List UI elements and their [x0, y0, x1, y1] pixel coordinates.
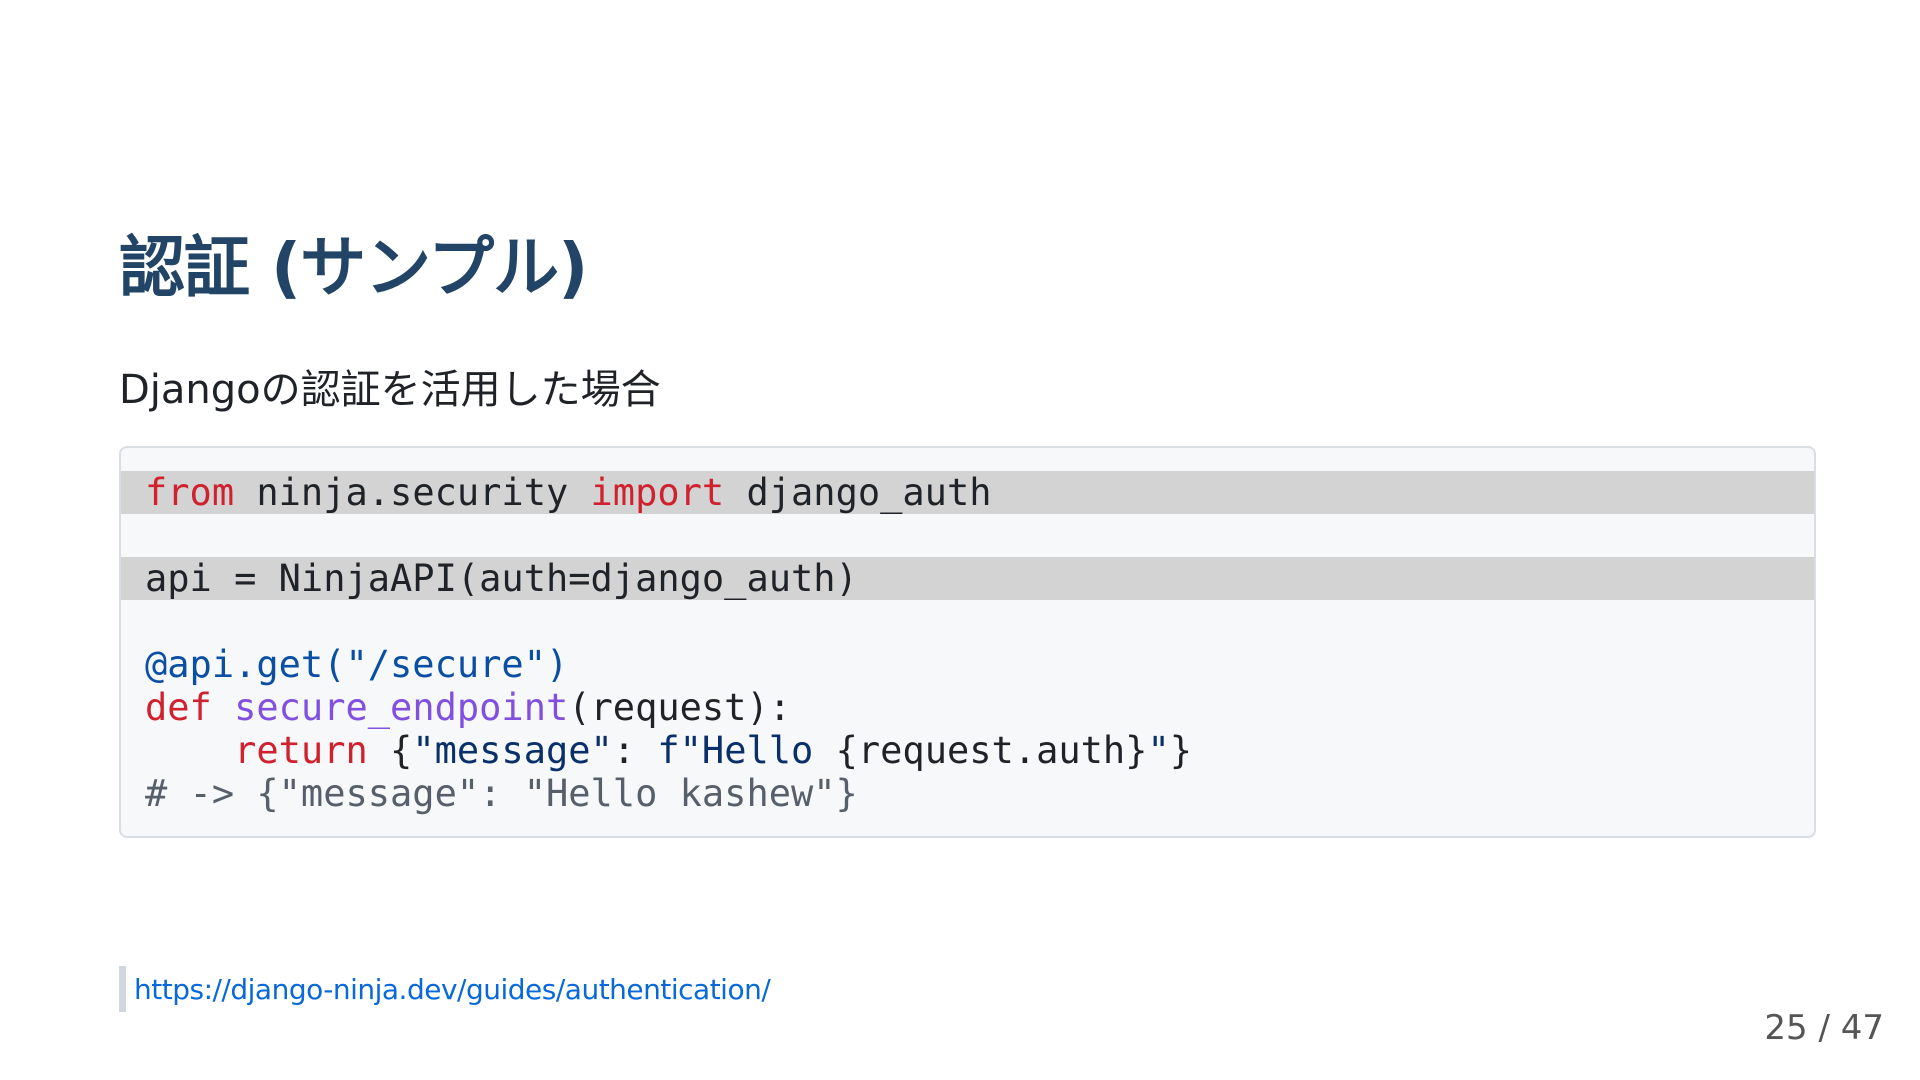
- code-text: {request.auth}: [835, 729, 1148, 772]
- code-text: :: [612, 729, 658, 772]
- code-line-api: api = NinjaAPI(auth=django_auth): [121, 557, 1814, 600]
- code-line-comment: # -> {"message": "Hello kashew"}: [121, 772, 1814, 815]
- code-block: from ninja.security import django_auth a…: [119, 446, 1816, 838]
- reference: https://django-ninja.dev/guides/authenti…: [119, 966, 771, 1012]
- slide-subtitle: Djangoの認証を活用した場合: [119, 367, 661, 413]
- code-decorator: @api.get("/secure"): [145, 643, 569, 686]
- code-comment: # -> {"message": "Hello kashew"}: [145, 772, 858, 815]
- reference-link[interactable]: https://django-ninja.dev/guides/authenti…: [134, 972, 771, 1006]
- code-string: ": [1147, 729, 1170, 772]
- code-line-return: return {"message": f"Hello {request.auth…: [121, 729, 1814, 772]
- code-function-name: secure_endpoint: [234, 686, 569, 729]
- code-text: api = NinjaAPI(auth=django_auth): [145, 557, 858, 600]
- code-indent: [145, 729, 234, 772]
- code-text: django_auth: [724, 471, 992, 514]
- code-line-import: from ninja.security import django_auth: [121, 471, 1814, 514]
- code-text: ninja.security: [234, 471, 591, 514]
- code-text: [212, 686, 234, 729]
- slide-title: 認証 (サンプル): [119, 229, 588, 306]
- code-text: }: [1169, 729, 1193, 772]
- code-line-decorator: @api.get("/secure"): [121, 643, 1814, 686]
- code-keyword: def: [145, 686, 212, 729]
- code-keyword: return: [234, 729, 368, 772]
- code-text: (request):: [568, 686, 792, 729]
- page-number: 25 / 47: [1764, 1008, 1884, 1048]
- code-string: f"Hello: [657, 729, 836, 772]
- code-keyword: from: [145, 471, 235, 514]
- code-line-def: def secure_endpoint(request):: [121, 686, 1814, 729]
- code-keyword: import: [590, 471, 725, 514]
- reference-bar: [119, 966, 126, 1012]
- code-text: {: [367, 729, 413, 772]
- code-string: "message": [412, 729, 613, 772]
